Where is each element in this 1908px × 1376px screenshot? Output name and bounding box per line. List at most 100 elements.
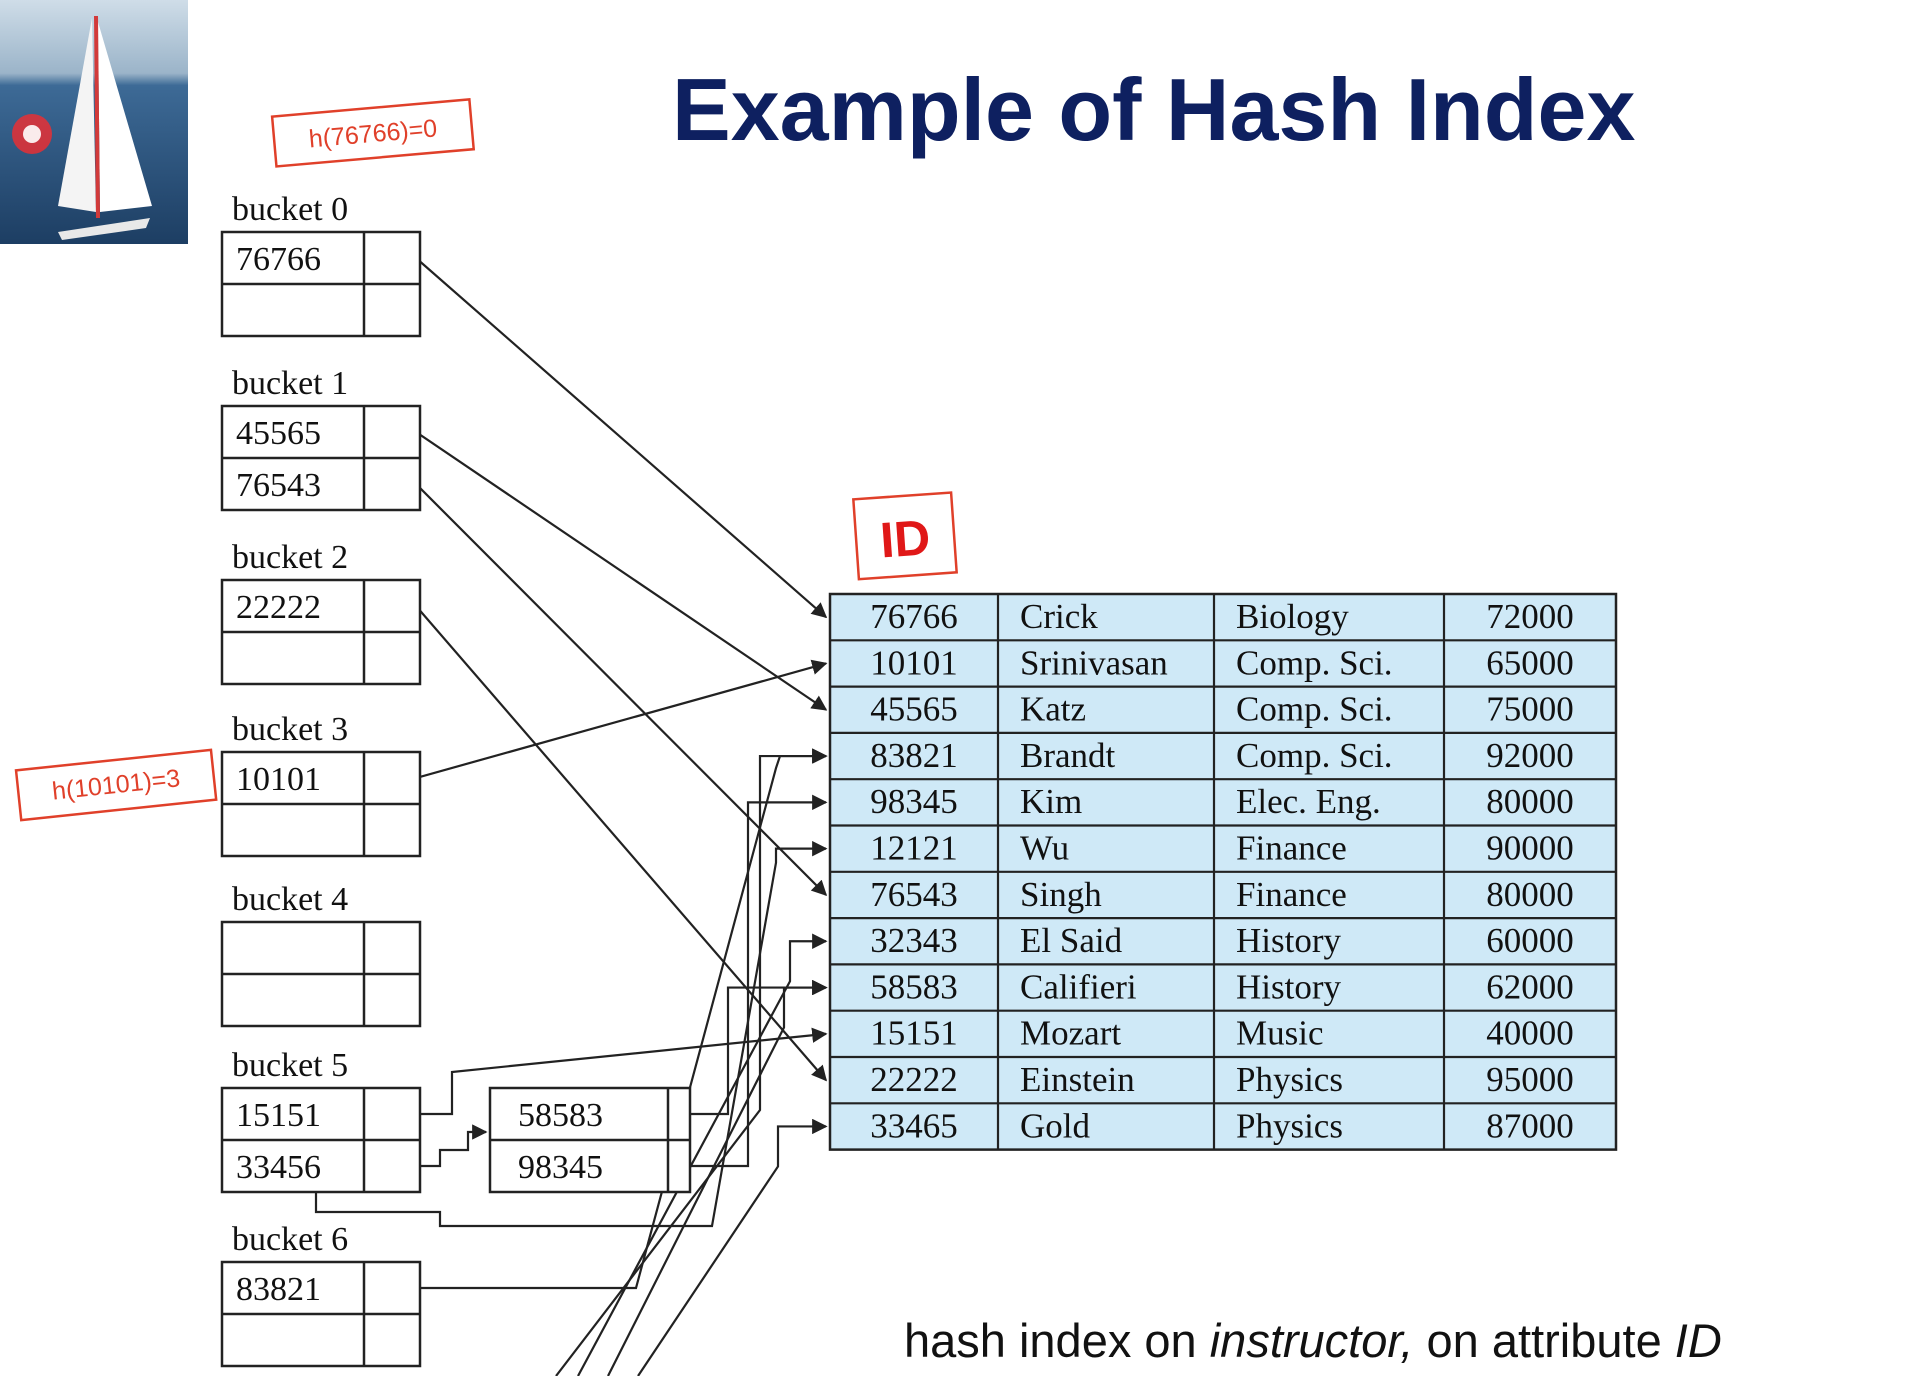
table-cell: Physics: [1236, 1106, 1343, 1145]
table-cell: Wu: [1020, 829, 1069, 868]
pointer-arrow: [674, 979, 828, 1116]
id-column-label: ID: [851, 491, 959, 581]
pointer-arrow: [370, 1124, 488, 1168]
bucket-label: bucket 4: [232, 881, 348, 918]
table-cell: 83821: [870, 736, 958, 775]
overflow-entry: 98345: [518, 1149, 603, 1186]
table-cell: Mozart: [1020, 1014, 1121, 1053]
bucket-5: bucket 5 15151 33456: [220, 1047, 422, 1194]
pointer-arrow: [370, 604, 828, 1082]
table-cell: Physics: [1236, 1060, 1343, 1099]
table-row: 76543 Singh Finance 80000: [830, 870, 1616, 914]
bucket-label: bucket 0: [232, 191, 348, 228]
pointer-arrow: [370, 659, 828, 780]
table-cell: Einstein: [1020, 1060, 1135, 1099]
caption: hash index on instructor, on attribute I…: [904, 1314, 1722, 1367]
table-cell: 76766: [870, 597, 958, 636]
overflow-bucket: 58583 98345: [488, 1086, 692, 1194]
hash0-annotation: h(76766)=0: [270, 98, 476, 168]
table-cell: Finance: [1236, 875, 1347, 914]
table-cell: 12121: [870, 829, 958, 868]
table-cell: History: [1236, 921, 1342, 960]
table-cell: Singh: [1020, 875, 1102, 914]
table-row: 33465 Gold Physics 87000: [830, 1102, 1616, 1145]
table-cell: 98345: [870, 782, 958, 821]
bucket-entry: 22222: [236, 589, 321, 626]
overflow-entry: 58583: [518, 1097, 603, 1134]
table-cell: 33465: [870, 1106, 958, 1145]
table-cell: 32343: [870, 921, 958, 960]
table-cell: 92000: [1486, 736, 1574, 775]
table-cell: Comp. Sci.: [1236, 690, 1393, 729]
page-title: Example of Hash Index: [672, 60, 1635, 159]
bucket-entry: 33456: [236, 1149, 321, 1186]
pointer-arrow: [607, 979, 828, 1376]
table-cell: 22222: [870, 1060, 958, 1099]
id-column-label-text: ID: [878, 509, 932, 568]
table-cell: El Said: [1020, 921, 1123, 960]
pointer-arrow: [370, 256, 828, 619]
table-cell: 80000: [1486, 782, 1574, 821]
caption-relation: instructor,: [1210, 1314, 1414, 1367]
table-cell: Music: [1236, 1014, 1324, 1053]
table-cell: 58583: [870, 967, 958, 1006]
table-cell: 80000: [1486, 875, 1574, 914]
bucket-entry: 83821: [236, 1271, 321, 1308]
table-row: 15151 Mozart Music 40000: [830, 1009, 1616, 1053]
table-row: 98345 Kim Elec. Eng. 80000: [830, 778, 1616, 821]
pointer-arrow: [370, 430, 828, 711]
table-cell: Gold: [1020, 1106, 1091, 1145]
table-cell: 75000: [1486, 690, 1574, 729]
bucket-3: bucket 3 10101: [220, 711, 422, 858]
table-cell: Crick: [1020, 597, 1098, 636]
table-cell: Comp. Sci.: [1236, 736, 1393, 775]
pointer-arrow: [674, 794, 828, 1168]
bucket-2: bucket 2 22222: [220, 539, 422, 686]
sailboat-logo: [0, 0, 188, 244]
table-row: 22222 Einstein Physics 95000: [830, 1055, 1616, 1099]
table-cell: Elec. Eng.: [1236, 782, 1381, 821]
table-cell: 87000: [1486, 1106, 1574, 1145]
table-cell: 60000: [1486, 921, 1574, 960]
bucket-label: bucket 2: [232, 539, 348, 576]
table-cell: Biology: [1236, 597, 1349, 636]
table-cell: 65000: [1486, 643, 1574, 682]
table-cell: Comp. Sci.: [1236, 643, 1393, 682]
table-row: 32343 El Said History 60000: [830, 916, 1616, 960]
caption-attribute: ID: [1675, 1314, 1722, 1367]
table-cell: 15151: [870, 1014, 958, 1053]
bucket-entry: 15151: [236, 1097, 321, 1134]
table-cell: 40000: [1486, 1014, 1574, 1053]
hash3-annotation: h(10101)=3: [14, 748, 218, 822]
table-cell: Kim: [1020, 782, 1082, 821]
bucket-label: bucket 3: [232, 711, 348, 748]
table-cell: 45565: [870, 690, 958, 729]
table-row: 45565 Katz Comp. Sci. 75000: [830, 685, 1616, 729]
caption-prefix: hash index on: [904, 1314, 1210, 1367]
table-cell: History: [1236, 967, 1342, 1006]
table-cell: Katz: [1020, 690, 1086, 729]
bucket-6: bucket 6 83821: [220, 1221, 422, 1368]
table-cell: 76543: [870, 875, 958, 914]
pointer-arrow: [637, 1118, 828, 1376]
pointer-arrow: [370, 748, 828, 1290]
bucket-entry: 45565: [236, 415, 321, 452]
bucket-label: bucket 6: [232, 1221, 348, 1258]
bucket-entry: 10101: [236, 761, 321, 798]
bucket-entry: 76543: [236, 467, 321, 504]
caption-middle: on attribute: [1413, 1314, 1674, 1367]
table-cell: Srinivasan: [1020, 643, 1168, 682]
table-cell: 95000: [1486, 1060, 1574, 1099]
table-cell: 90000: [1486, 829, 1574, 868]
bucket-label: bucket 5: [232, 1047, 348, 1084]
table-cell: 62000: [1486, 967, 1574, 1006]
